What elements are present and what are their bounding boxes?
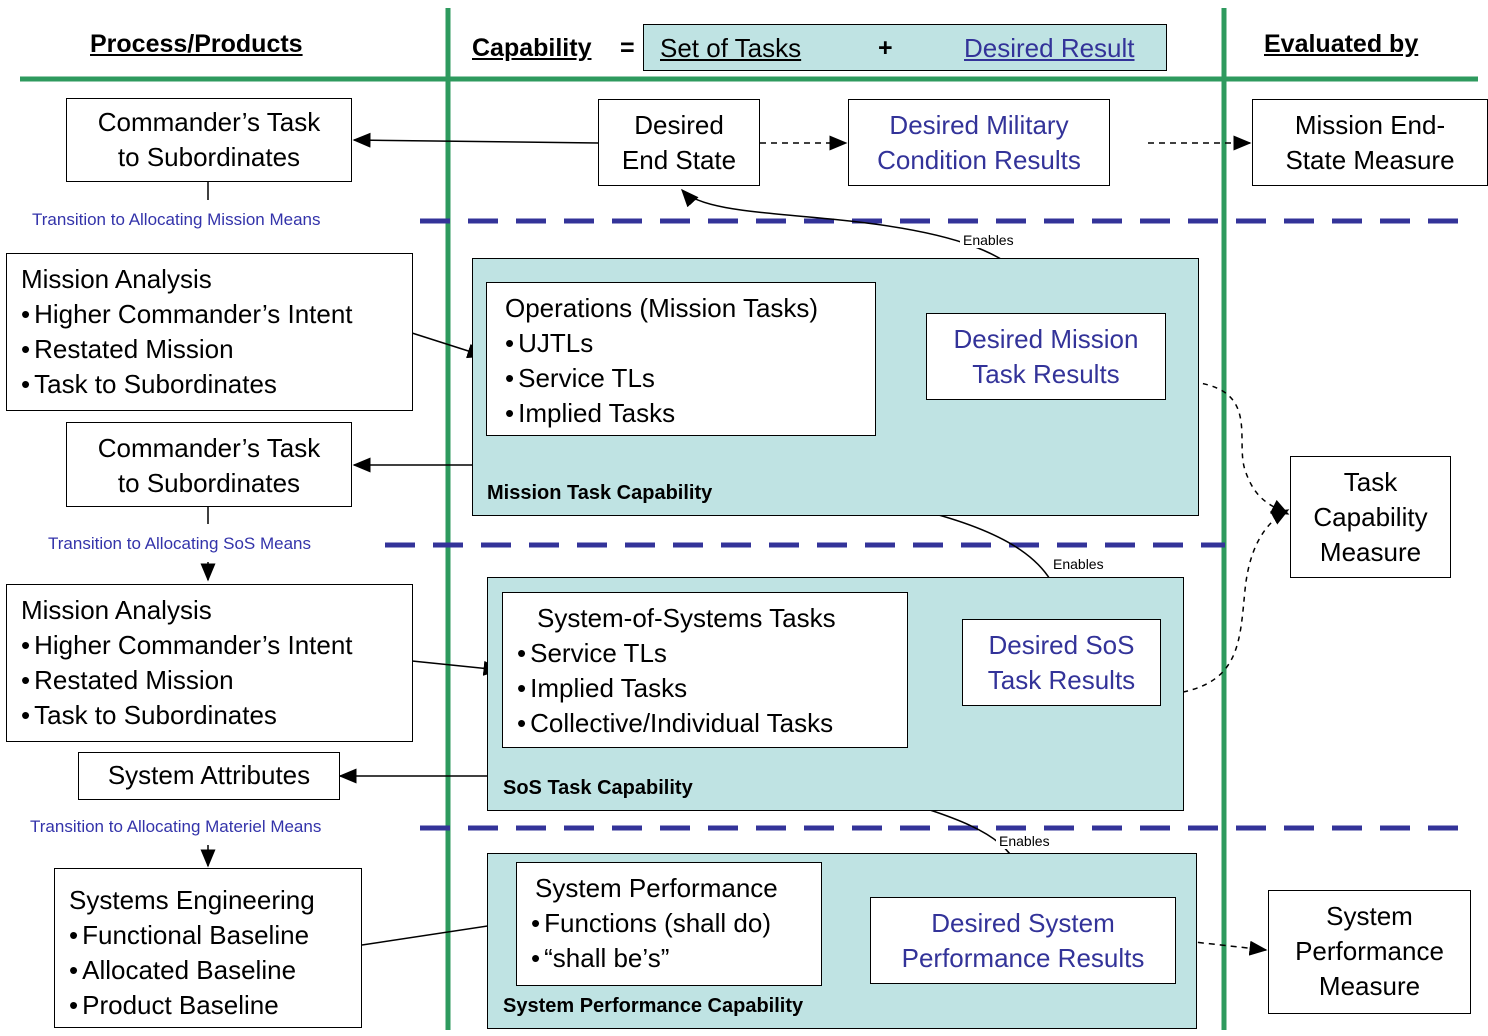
list-item: Task to Subordinates <box>21 367 412 402</box>
list-item: Implied Tasks <box>505 396 875 431</box>
system-attributes-box: System Attributes <box>78 752 340 800</box>
list-item: Functional Baseline <box>69 918 361 953</box>
header-capability: Capability <box>472 34 592 62</box>
list-item: Allocated Baseline <box>69 953 361 988</box>
list-item: Product Baseline <box>69 988 361 1023</box>
desired-end-state-box: Desired End State <box>598 99 760 186</box>
task-capability-measure-box: Task Capability Measure <box>1290 456 1451 578</box>
system-performance-box: System Performance Functions (shall do) … <box>516 862 822 986</box>
desired-sos-task-box: Desired SoS Task Results <box>962 619 1161 706</box>
list-item: “shall be’s” <box>531 941 821 976</box>
system-performance-measure-box: System Performance Measure <box>1268 890 1471 1014</box>
list-item: Task to Subordinates <box>21 698 412 733</box>
desired-result-label: Desired Result <box>964 33 1135 63</box>
mission-analysis-box-1: Mission Analysis Higher Commander’s Inte… <box>6 253 413 411</box>
mission-end-state-measure-box: Mission End- State Measure <box>1252 99 1488 186</box>
list-item: Service TLs <box>517 636 907 671</box>
header-process-products: Process/Products <box>90 30 303 58</box>
mission-analysis-box-2: Mission Analysis Higher Commander’s Inte… <box>6 584 413 742</box>
plus-sign: + <box>878 34 893 62</box>
systems-engineering-box: Systems Engineering Functional Baseline … <box>54 868 362 1028</box>
enables-label-2: Enables <box>1050 556 1107 572</box>
list-item: Functions (shall do) <box>531 906 821 941</box>
commanders-task-box-1: Commander’s Task to Subordinates <box>66 98 352 182</box>
list-item: UJTLs <box>505 326 875 361</box>
list-item: Higher Commander’s Intent <box>21 297 412 332</box>
list-item: Higher Commander’s Intent <box>21 628 412 663</box>
commanders-task-box-2: Commander’s Task to Subordinates <box>66 422 352 507</box>
list-item: Implied Tasks <box>517 671 907 706</box>
desired-military-condition-box: Desired Military Condition Results <box>848 99 1110 186</box>
enables-label-1: Enables <box>960 232 1017 248</box>
transition-sos-means: Transition to Allocating SoS Means <box>44 534 316 554</box>
enables-label-3: Enables <box>996 833 1053 849</box>
list-item: Collective/Individual Tasks <box>517 706 907 741</box>
header-equals: = <box>620 34 635 62</box>
list-item: Restated Mission <box>21 332 412 367</box>
sos-tasks-box: System-of-Systems Tasks Service TLs Impl… <box>502 592 908 748</box>
set-of-tasks-label: Set of Tasks <box>660 33 802 63</box>
operations-box: Operations (Mission Tasks) UJTLs Service… <box>486 282 876 436</box>
sos-task-capability-label: SoS Task Capability <box>503 777 693 799</box>
transition-materiel-means: Transition to Allocating Materiel Means <box>26 817 326 837</box>
system-performance-capability-label: System Performance Capability <box>503 995 804 1017</box>
list-item: Restated Mission <box>21 663 412 698</box>
capability-equation-box: Set of Tasks + Desired Result <box>643 24 1167 71</box>
transition-mission-means: Transition to Allocating Mission Means <box>28 210 325 230</box>
list-item: Service TLs <box>505 361 875 396</box>
desired-mission-task-box: Desired Mission Task Results <box>926 313 1166 400</box>
mission-task-capability-label: Mission Task Capability <box>487 482 713 504</box>
header-evaluated-by: Evaluated by <box>1264 30 1419 58</box>
desired-system-performance-box: Desired System Performance Results <box>870 897 1176 984</box>
